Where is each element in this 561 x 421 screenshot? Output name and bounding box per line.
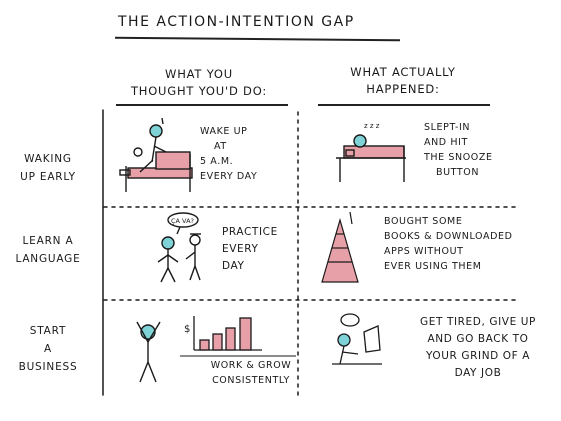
column-header-line: WHAT ACTUALLY [350,65,456,79]
row-label-line: LEARN A [22,235,74,247]
conversation-drawing [157,212,201,283]
column-header-underline [318,104,490,106]
worker-body [339,345,345,365]
column-header-underline [116,104,288,106]
cell-line: BOOKS & DOWNLOADED [384,231,513,242]
cell-line: EVERY DAY [200,171,258,182]
column-header-line: THOUGHT YOU'D DO: [130,84,268,98]
speech-bubble [167,212,199,228]
worker-head [337,333,351,347]
cell-line: AND HIT [424,137,468,148]
cell-line: AND GO BACK TO [427,333,529,345]
cell-line: WORK & GROW [210,360,292,371]
cell-line: APPS WITHOUT [384,246,464,257]
cell-line: BUTTON [436,167,480,178]
column-header-line: HAPPENED: [366,82,440,96]
person-leg [139,159,154,173]
figure-arm [136,321,149,343]
awake-on-bed-drawing [119,117,193,192]
person-body [151,136,157,163]
row-label-line: LANGUAGE [15,253,81,265]
figure-arm [147,321,161,343]
cell-actual-waking: SLEPT-IN AND HIT THE SNOOZE BUTTON [424,120,524,180]
clock-display [119,169,131,176]
figure-leg [189,265,196,281]
pillow [345,149,355,157]
row-label-line: WAKING [24,153,72,165]
chart-bar [212,333,223,351]
sleeping-person-head [353,134,367,148]
cell-line: BOUGHT SOME [384,216,463,227]
figure-head [189,234,201,246]
figure-leg [167,267,176,283]
alarm-clock [133,147,143,157]
cell-intended-language: PRACTICE EVERY DAY [222,224,292,275]
growth-bar-chart-drawing [193,316,262,351]
chart-bar [239,317,252,351]
cell-intended-waking: WAKE UP AT 5 A.M. EVERY DAY [200,124,290,184]
tired-worker-drawing [332,313,382,365]
cell-line: DAY [222,260,245,272]
thought-bubble [340,313,360,327]
cell-line: AT [214,141,227,152]
row-label-line: BUSINESS [18,361,78,373]
figure-leg [147,361,157,383]
row-label-line: UP EARLY [20,171,76,183]
column-header-actual: WHAT ACTUALLY HAPPENED: [318,64,488,98]
speech-bubble-text: ÇA VA? [171,217,194,225]
row-label-line: START [29,325,67,337]
figure-arm [167,254,179,263]
book-pile [321,217,359,283]
row-label-waking-up: WAKING UP EARLY [0,150,96,186]
figure-arm [157,254,169,263]
dollar-sign: $ [184,324,190,335]
snore-mark: z z z [364,122,380,130]
cell-line: WAKE UP [200,126,248,137]
bed-blanket [155,151,191,170]
figure-arm [185,251,196,260]
chart-bar [199,339,210,351]
figure-head [161,236,175,250]
person-head [149,124,163,138]
computer-monitor [363,325,381,353]
alert-mark [161,117,164,125]
cell-line: DAY JOB [454,367,502,379]
sleeping-in-bed-drawing: z z z [336,122,406,182]
figure-leg [194,265,201,281]
figure-leg [139,361,149,383]
cell-line: CONSISTENTLY [212,375,290,386]
cell-line: SLEPT-IN [424,122,471,133]
row-label-language: LEARN A LANGUAGE [0,232,96,268]
cell-actual-language: BOUGHT SOME BOOKS & DOWNLOADED APPS WITH… [384,214,544,274]
cell-line: THE SNOOZE [424,152,493,163]
cell-line: 5 A.M. [200,156,234,167]
person-arm [153,145,167,153]
cell-intended-business: WORK & GROW CONSISTENTLY [196,358,306,388]
figure-leg [160,267,169,283]
cell-line: EVERY [222,243,259,255]
row-label-business: START A BUSINESS [0,322,96,376]
cell-line: EVER USING THEM [384,261,482,272]
page-title: THE ACTION-INTENTION GAP [118,14,355,30]
spider-thread [349,211,353,225]
cheering-figure-drawing [136,321,161,383]
worker-arm [341,351,359,355]
cell-line: YOUR GRIND OF A [425,350,531,362]
chart-bar [225,327,236,351]
cell-line: PRACTICE [222,226,278,238]
cell-actual-business: GET TIRED, GIVE UP AND GO BACK TO YOUR G… [398,314,558,382]
column-header-intended: WHAT YOU THOUGHT YOU'D DO: [104,66,294,100]
row-label-line: A [44,343,52,355]
cell-line: GET TIRED, GIVE UP [420,316,536,328]
column-header-line: WHAT YOU [165,67,233,81]
speech-bubble-tail [176,226,181,235]
book-pile-drawing [321,211,359,283]
